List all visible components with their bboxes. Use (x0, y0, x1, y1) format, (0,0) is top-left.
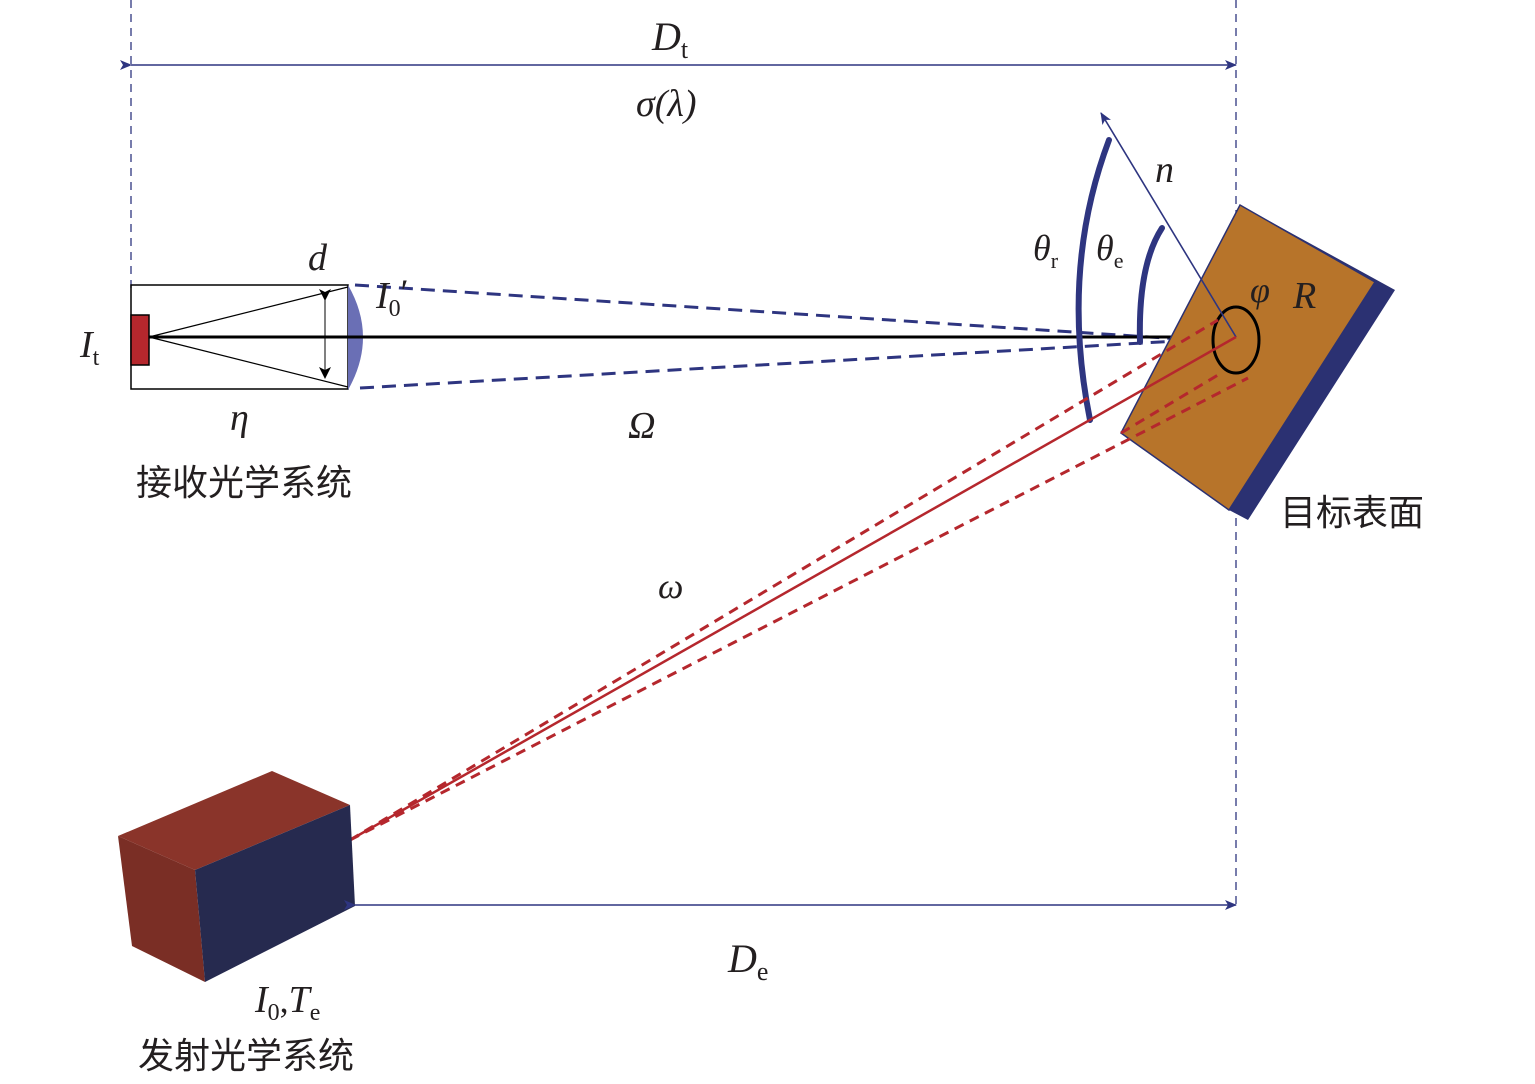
detector (130, 314, 150, 366)
sigma-lambda-label: σ(λ) (636, 83, 697, 125)
normal-vector-n (1100, 112, 1237, 338)
emitter-optical-system (118, 771, 355, 982)
emitter-caption: 发射光学系统 (138, 1036, 354, 1077)
omega-upper-label: Ω (628, 405, 655, 447)
theta-e-arc (1136, 225, 1165, 345)
it-label: It (79, 324, 100, 371)
receiver-ray-upper (148, 286, 349, 338)
n-label: n (1155, 149, 1174, 191)
emitter-front-face (195, 805, 355, 982)
i0-te-label: I0,Te (254, 979, 320, 1026)
de-label: De (727, 936, 768, 986)
emitter-top-face (118, 771, 350, 870)
emitter-left-face (118, 836, 205, 982)
emission-beam-center (349, 335, 1237, 842)
dt-label: Dt (651, 14, 689, 64)
target-surface (1120, 203, 1395, 520)
theta-r-arc (1075, 137, 1112, 423)
phi-label: φ (1250, 270, 1270, 310)
emission-beam-edge (1120, 373, 1219, 435)
r-label: R (1292, 275, 1316, 317)
eta-label: η (230, 397, 249, 439)
omega-lower-label: ω (658, 566, 683, 606)
target-front-face (1120, 203, 1377, 512)
receiver-ray-lower (148, 336, 349, 388)
phi-angle-ellipse (1211, 305, 1261, 375)
receiver-caption: 接收光学系统 (136, 463, 352, 504)
theta-e-label: θe (1096, 228, 1123, 273)
fov-lower-dashed (359, 338, 1196, 390)
i0-prime-label: I0′ (375, 272, 409, 322)
fov-upper-dashed (354, 283, 1196, 342)
theta-r-label: θr (1033, 228, 1059, 273)
emission-beam-lower-dashed (349, 376, 1249, 842)
target-caption: 目标表面 (1280, 493, 1424, 534)
d-label: d (308, 237, 328, 279)
